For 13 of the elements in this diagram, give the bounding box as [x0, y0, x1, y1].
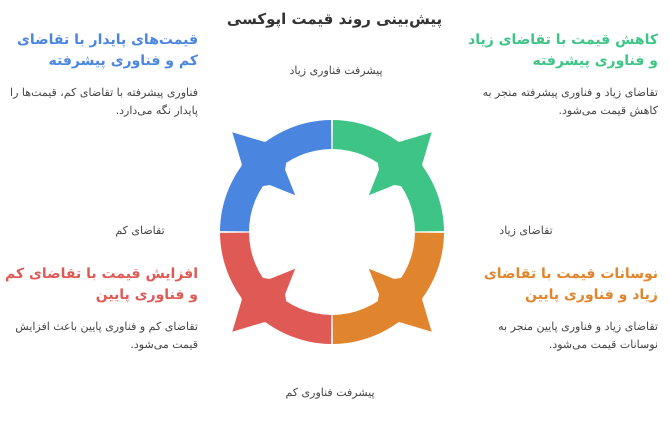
quadrant-description: تقاضای زیاد و فناوری پیشرفته منجر به کاهش قیمت می‌شود.	[482, 85, 658, 119]
quadrant-description: فناوری پیشرفته با تقاضای کم، قیمت‌ها را پایدار نگه می‌دارد.	[9, 85, 198, 119]
axis-label: تقاضای کم	[115, 224, 165, 237]
quadrant-heading: افزایش قیمت با تقاضای کم و فناوری پایین	[4, 265, 198, 305]
quadrant-heading: قیمت‌های پایدار با تقاضای کم و فناوری پیشرفته	[16, 31, 198, 71]
quadrant-heading: نوسانات قیمت با تقاضای زیاد و فناوری پایین	[482, 265, 658, 305]
quadrant-heading: کاهش قیمت با تقاضای زیاد و فناوری پیشرفته	[467, 31, 658, 71]
diagram-title: پیش‌بینی روند قیمت اپوکسی	[226, 10, 442, 28]
axis-label: تقاضای زیاد	[499, 224, 553, 237]
axis-label: پیشرفت فناوری کم	[285, 386, 375, 399]
quadrant-description: تقاضای کم و فناوری پایین باعث افزایش قیمت می‌شود.	[14, 319, 198, 353]
quadrant-description: تقاضای زیاد و فناوری پایین منجر به نوسانات قیمت می‌شود.	[497, 319, 658, 353]
axis-label: پیشرفت فناوری زیاد	[289, 64, 383, 77]
